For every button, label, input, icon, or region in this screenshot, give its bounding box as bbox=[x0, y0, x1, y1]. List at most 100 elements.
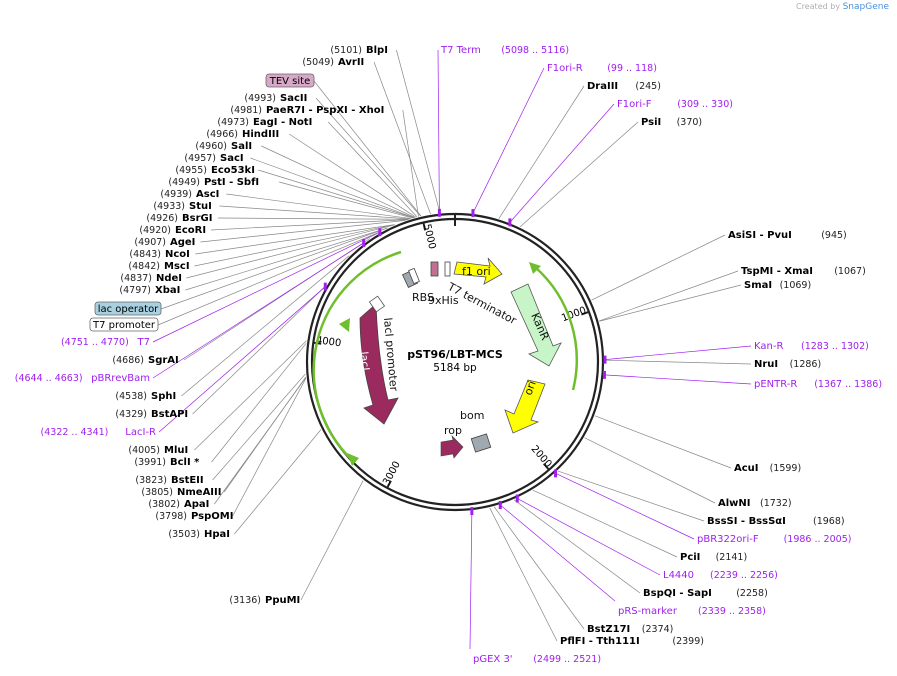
enzyme-name: NdeI bbox=[156, 273, 182, 284]
enzyme-name: BstZ17I bbox=[587, 624, 630, 635]
primer-site: F1ori-F(309 .. 330) bbox=[508, 99, 733, 227]
tick-label: 4000 bbox=[315, 335, 342, 349]
laci-label: lacI bbox=[357, 351, 372, 371]
9xhis-box bbox=[444, 261, 451, 277]
enzyme-leader-line bbox=[557, 470, 705, 522]
enzyme-name: BssSI - BssSαI bbox=[707, 516, 786, 527]
enzyme-name: PsiI bbox=[641, 117, 661, 128]
enzyme-site-left: (3798) PspOMI bbox=[155, 511, 233, 522]
enzyme-position: (4907) bbox=[134, 237, 166, 248]
enzyme-position: (4920) bbox=[139, 225, 171, 236]
enzyme-leader-line bbox=[234, 429, 322, 535]
enzyme-name: AlwNI bbox=[718, 498, 751, 509]
feature-box-text: T7 promoter bbox=[92, 320, 156, 331]
primer-mark bbox=[498, 501, 502, 510]
enzyme-name: AcuI bbox=[734, 463, 759, 474]
enzyme-position: (3798) bbox=[155, 511, 187, 522]
enzyme-site-left: (4329)BstAPI bbox=[115, 409, 188, 420]
enzyme-name: AvrII bbox=[338, 57, 364, 68]
enzyme-site-left: (4842)MscI bbox=[128, 261, 189, 272]
enzyme-leader-line bbox=[261, 145, 415, 218]
enzyme-name: MluI bbox=[164, 445, 188, 456]
enzyme-leader-line bbox=[532, 489, 678, 558]
enzyme-name: AscI bbox=[196, 189, 219, 200]
primer-leader-line bbox=[555, 473, 695, 540]
enzyme-site-left: (3991)BclI * bbox=[134, 457, 200, 468]
enzyme-position: (3503) bbox=[168, 529, 200, 540]
enzyme-position: (4837) bbox=[120, 273, 152, 284]
enzyme-position: (4981) bbox=[230, 105, 262, 116]
enzyme-leader-line bbox=[327, 121, 418, 218]
enzyme-name: EagI - NotI bbox=[253, 117, 312, 128]
feature-box-label: T7 promoter bbox=[89, 317, 159, 332]
primer-position: (4644 .. 4663) bbox=[15, 373, 83, 384]
enzyme-site-left: (4837) NdeI bbox=[120, 273, 182, 284]
enzyme-site-left: (4686)SgrAI bbox=[112, 355, 178, 366]
primer-position: (4751 .. 4770) bbox=[61, 337, 129, 348]
green-arc-right bbox=[534, 266, 578, 391]
primer-mark bbox=[437, 208, 441, 217]
enzyme-site-left: (4939) AscI bbox=[160, 189, 219, 200]
primer-leader-line bbox=[437, 49, 440, 213]
enzyme-site-left: (3802)ApaI bbox=[148, 499, 209, 510]
enzyme-position: (2399) bbox=[672, 636, 704, 647]
primer-mark bbox=[362, 238, 366, 247]
primer-site: (4751 .. 4770)T7 bbox=[61, 228, 382, 348]
enzyme-position: (4005) bbox=[128, 445, 160, 456]
f1-ori-arrow bbox=[453, 257, 503, 285]
primer-position: (1367 .. 1386) bbox=[814, 379, 882, 390]
primer-position: (1283 .. 1302) bbox=[801, 341, 869, 352]
enzyme-site-left: (4005) MluI bbox=[128, 445, 188, 456]
primer-site: L4440(2239 .. 2256) bbox=[515, 494, 778, 581]
enzyme-position: (370) bbox=[677, 117, 703, 128]
tick-mark bbox=[543, 463, 550, 471]
enzyme-site-left: (3503)HpaI bbox=[168, 529, 230, 540]
enzyme-site-left: (4957)SacI bbox=[184, 153, 243, 164]
enzyme-name: SacII bbox=[280, 93, 307, 104]
f1-ori-label: f1 ori bbox=[462, 265, 491, 278]
enzyme-leader-line bbox=[217, 217, 409, 220]
green-arrowhead-promoter bbox=[339, 318, 350, 332]
enzyme-leader-line bbox=[195, 224, 395, 255]
enzyme-leader-line bbox=[519, 121, 639, 228]
enzyme-site-left: (4843)NcoI bbox=[129, 249, 189, 260]
enzyme-name: NcoI bbox=[165, 249, 190, 260]
enzyme-leader-line bbox=[214, 377, 307, 505]
bom-label: bom bbox=[460, 409, 484, 422]
primer-leader-line bbox=[500, 504, 616, 602]
enzyme-name: SalI bbox=[231, 141, 252, 152]
enzyme-name: BstEII bbox=[171, 475, 204, 486]
enzyme-site-right: BspQI - SapI(2258) bbox=[643, 588, 768, 599]
enzyme-site-left: (4960)SalI bbox=[195, 141, 252, 152]
enzyme-site-left: (4973)EagI - NotI bbox=[217, 117, 312, 128]
enzyme-leader-line bbox=[212, 373, 306, 481]
enzyme-leader-line bbox=[219, 205, 411, 220]
tick-label: 3000 bbox=[381, 460, 403, 488]
enzyme-position: (1968) bbox=[813, 516, 845, 527]
enzyme-leader-line bbox=[258, 169, 415, 219]
enzyme-position: (4957) bbox=[184, 153, 216, 164]
enzyme-name: EcoRI bbox=[175, 225, 206, 236]
enzyme-position: (2141) bbox=[716, 552, 748, 563]
enzyme-name: ApaI bbox=[184, 499, 209, 510]
primer-mark bbox=[508, 218, 512, 227]
enzyme-position: (4949) bbox=[168, 177, 200, 188]
enzyme-position: (945) bbox=[821, 230, 847, 241]
enzyme-leader-line bbox=[599, 270, 739, 322]
enzyme-site-right: AsiSI - PvuI(945) bbox=[728, 230, 847, 241]
rbs-label: RBS bbox=[412, 291, 434, 304]
primer-name: pGEX 3' bbox=[473, 654, 513, 665]
enzyme-position: (4966) bbox=[206, 129, 238, 140]
primer-position: (2499 .. 2521) bbox=[533, 654, 601, 665]
enzyme-position: (3805) bbox=[141, 487, 173, 498]
enzyme-name: DraIII bbox=[587, 81, 618, 92]
enzyme-name: PspOMI bbox=[191, 511, 233, 522]
9xhis-label: 9xHis bbox=[428, 294, 459, 307]
green-arrowhead-right bbox=[529, 262, 541, 274]
enzyme-site-left: (4993)SacII bbox=[244, 93, 307, 104]
primer-leader-line bbox=[517, 498, 661, 576]
enzyme-position: (4939) bbox=[160, 189, 192, 200]
enzyme-position: (4329) bbox=[115, 409, 147, 420]
enzyme-site-left: (4797)XbaI bbox=[119, 285, 180, 296]
enzyme-name: Eco53kI bbox=[211, 165, 255, 176]
